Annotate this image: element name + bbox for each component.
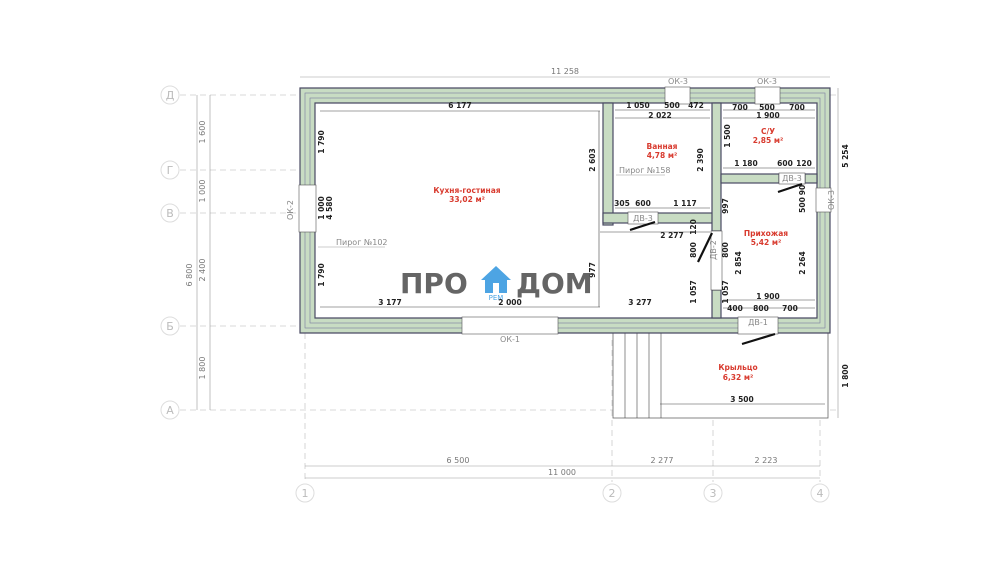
dim-kitchen: 977 <box>588 262 597 278</box>
dim-top-total: 11 258 <box>551 67 579 76</box>
dim-kitchen: 1 000 <box>317 196 326 220</box>
axis-label: 3 <box>710 487 717 500</box>
dim-hall: 800 <box>753 304 769 313</box>
window-ok3-label: ОК-3 <box>668 77 688 86</box>
dim-left: 1 800 <box>198 357 207 380</box>
room-hall-area: 5,42 м² <box>751 238 782 247</box>
axis-label: Д <box>166 89 175 102</box>
door-dv3-label: ДВ-3 <box>782 174 802 183</box>
dim-bath: 1 117 <box>673 199 697 208</box>
dim-hall: 997 <box>721 198 730 214</box>
axis-label: 4 <box>817 487 824 500</box>
dim-wc: 600 <box>777 159 793 168</box>
axis-markers: Д Г В Б А 1 2 3 4 <box>160 85 830 503</box>
room-wc-name: С/У <box>761 127 775 136</box>
pie-158-label: Пирог №158 <box>619 166 671 175</box>
watermark-logo: ПРО РЕМ ДОМ <box>400 266 593 302</box>
dim-left-total: 6 800 <box>185 264 194 287</box>
window-ok1-label: ОК-1 <box>500 335 520 344</box>
dim-bath: 600 <box>635 199 651 208</box>
dim-bath: 500 <box>664 101 680 110</box>
dim-kitchen: 4 580 <box>325 196 334 220</box>
dim-kitchen: 2 603 <box>588 148 597 172</box>
axis-label: Б <box>166 320 174 333</box>
dim-right-total: 5 254 <box>841 144 850 168</box>
axis-label: Г <box>167 164 174 177</box>
dim-hall: 90 <box>798 185 807 195</box>
dim-bath: 2 022 <box>648 111 672 120</box>
dim-porch-h: 1 800 <box>841 364 850 388</box>
room-kitchen-area: 33,02 м² <box>449 195 485 204</box>
dim-bath: 472 <box>688 101 704 110</box>
axis-label: А <box>166 404 174 417</box>
dim-hall: 1 057 <box>721 280 730 304</box>
dim-hall: 1 057 <box>689 280 698 304</box>
dim-kitchen: 2 277 <box>660 231 684 240</box>
dim-left: 1 000 <box>198 180 207 203</box>
window-ok2-label: ОК-2 <box>286 200 295 220</box>
dimension-lines <box>196 76 839 479</box>
dim-bottom-total: 11 000 <box>548 468 576 477</box>
dim-hall: 400 <box>727 304 743 313</box>
room-porch-name: Крыльцо <box>718 363 757 372</box>
dim-hall: 120 <box>689 219 698 235</box>
door-dv2-label: ДВ-2 <box>709 240 718 260</box>
window-ok3-label: ОК-3 <box>757 77 777 86</box>
dim-hall: 2 854 <box>734 251 743 275</box>
door-dv1-label: ДВ-1 <box>748 318 768 327</box>
dim-kitchen: 6 177 <box>448 101 472 110</box>
window-ok3-label: ОК-3 <box>827 190 836 210</box>
logo-right-text: ДОМ <box>516 267 593 300</box>
dim-wc: 700 <box>732 103 748 112</box>
dim-left: 2 400 <box>198 259 207 282</box>
room-kitchen-name: Кухня-гостиная <box>433 186 500 195</box>
room-labels: Кухня-гостиная 33,02 м² Ванная 4,78 м² С… <box>433 127 788 382</box>
grid-lines <box>180 94 840 482</box>
logo-left-text: ПРО <box>400 267 468 300</box>
dim-bath: 2 390 <box>696 148 705 172</box>
dim-bottom: 2 277 <box>651 456 674 465</box>
logo-sub-text: РЕМ <box>489 294 504 302</box>
room-wc-area: 2,85 м² <box>753 136 784 145</box>
dim-bath: 1 050 <box>626 101 650 110</box>
walls <box>298 86 832 346</box>
room-porch-area: 6,32 м² <box>723 373 754 382</box>
dim-wc: 1 500 <box>723 124 732 148</box>
dim-wc: 1 180 <box>734 159 758 168</box>
dim-hall: 700 <box>782 304 798 313</box>
dim-kitchen: 1 790 <box>317 130 326 154</box>
dim-porch-w: 3 500 <box>730 395 754 404</box>
dim-wc: 1 900 <box>756 111 780 120</box>
opening-labels: ОК-1 ОК-2 ОК-3 ОК-3 ОК-3 ДВ-1 ДВ-2 ДВ-3 … <box>286 77 836 344</box>
axis-label: 2 <box>609 487 616 500</box>
axis-label: 1 <box>302 487 309 500</box>
dim-left: 1 600 <box>198 121 207 144</box>
room-bath-area: 4,78 м² <box>647 151 678 160</box>
dim-wc: 120 <box>796 159 812 168</box>
dim-hall: 800 <box>689 242 698 258</box>
dim-hall: 800 <box>721 242 730 258</box>
dim-bottom: 6 500 <box>447 456 470 465</box>
door-dv3-label: ДВ-3 <box>633 214 653 223</box>
dim-kitchen: 1 790 <box>317 263 326 287</box>
dim-kitchen: 3 277 <box>628 298 652 307</box>
porch <box>612 332 829 419</box>
dim-kitchen: 3 177 <box>378 298 402 307</box>
dim-hall: 1 900 <box>756 292 780 301</box>
dim-kitchen: 2 000 <box>498 298 522 307</box>
dim-bottom: 2 223 <box>755 456 778 465</box>
axis-label: В <box>166 207 174 220</box>
dim-bath: 305 <box>614 199 630 208</box>
room-bath-name: Ванная <box>646 142 677 151</box>
dim-wc: 500 <box>759 103 775 112</box>
dimension-labels: 11 258 6 500 2 277 2 223 11 000 6 800 1 … <box>185 67 850 477</box>
house-icon <box>481 266 511 293</box>
pie-102-label: Пирог №102 <box>336 238 388 247</box>
dim-wc: 700 <box>789 103 805 112</box>
room-hall-name: Прихожая <box>744 229 788 238</box>
dim-hall: 500 <box>798 197 807 213</box>
dim-hall: 2 264 <box>798 251 807 275</box>
